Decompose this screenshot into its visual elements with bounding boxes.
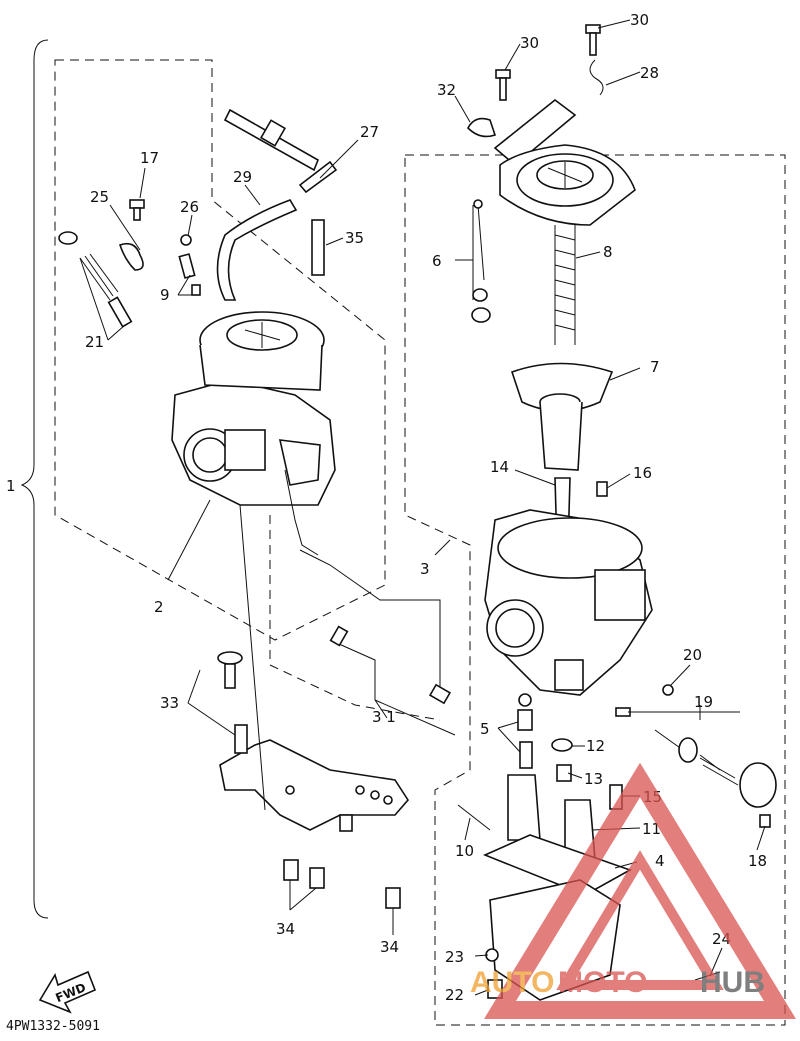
part-17-screw [129,199,145,221]
callout-8: 8 [603,243,613,261]
assembly-brace [20,39,49,919]
part-31-spring-parts [329,625,452,705]
callout-labels: 1 2 3 4 5 6 7 8 9 10 11 12 13 14 15 16 1… [6,11,767,1004]
callout-23: 23 [445,948,464,966]
part-28-spring-clip [589,59,604,96]
part-32-clip [467,117,497,138]
throttle-link-lever [219,739,409,832]
part-33-spring-screw [217,651,248,754]
callout-18: 18 [748,852,767,870]
callout-33: 33 [160,694,179,712]
callout-4: 4 [655,852,665,870]
part-7-diaphragm [510,362,614,471]
callout-13: 13 [584,770,603,788]
part-6-needle-set [471,199,491,323]
top-cover-bracket [493,98,636,226]
watermark-hub: HUB [700,966,765,999]
part-34-screws [283,859,401,909]
part-10-float-pin [457,804,491,831]
part-29-hose [216,199,298,301]
automotohub-watermark-logo: AUTO MOTO HUB [470,762,797,1019]
callout-32: 32 [437,81,456,99]
part-11-15-float [507,774,623,861]
callout-11: 11 [642,820,661,838]
part-21-screw-spring [58,231,133,328]
callout-34-left: 34 [276,920,295,938]
part-25-clip [118,242,144,271]
linkage-lines [239,504,456,811]
part-16-screw [596,481,608,497]
callout-31: 3 1 [372,708,396,726]
group-boundary-3 [404,154,786,1026]
callout-10: 10 [455,842,474,860]
fwd-arrow-icon: FWD [38,970,97,1014]
callout-9: 9 [160,286,170,304]
right-carburetor-body [484,509,653,696]
callout-6: 6 [432,252,442,270]
group-boundary-2 [54,59,386,641]
callout-27: 27 [360,123,379,141]
callout-19: 19 [694,693,713,711]
diagram-code: 4PW1332-5091 [6,1019,100,1034]
part-5-12-13-jets [517,693,573,782]
callout-21: 21 [85,333,104,351]
part-27-fitting [223,108,338,194]
callout-25: 25 [90,188,109,206]
part-30-screws [495,24,601,101]
callout-30: 30 [520,34,539,52]
callout-17: 17 [140,149,159,167]
callout-14: 14 [490,458,509,476]
callout-20: 20 [683,646,702,664]
part-35-pipe [311,219,325,276]
callout-7: 7 [650,358,660,376]
watermark-auto: AUTO [470,966,554,999]
part-8-spring [554,225,576,345]
watermark-moto: MOTO [558,966,647,999]
leader-lines [79,19,766,996]
left-carburetor [171,311,336,556]
callout-12: 12 [586,737,605,755]
callout-2: 2 [154,598,164,616]
callout-16: 16 [633,464,652,482]
callout-1: 1 [6,477,16,495]
callout-30-top: 30 [630,11,649,29]
part-19-20-pilot-screw [615,684,777,828]
callout-35: 35 [345,229,364,247]
callout-3: 3 [420,560,430,578]
part-26-9-pilot-parts [178,234,201,296]
callout-28: 28 [640,64,659,82]
callout-26: 26 [180,198,199,216]
callout-5: 5 [480,720,490,738]
callout-34-right: 34 [380,938,399,956]
callout-22: 22 [445,986,464,1004]
group-boundary-3-inner [269,515,441,721]
callout-29: 29 [233,168,252,186]
